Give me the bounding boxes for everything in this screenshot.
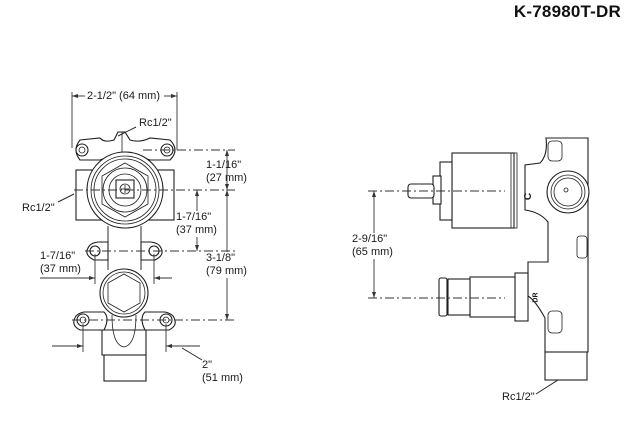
dim-mid-spacing-in: 1-7/16" [40, 250, 76, 262]
marking-c: C [523, 192, 535, 201]
marking-dr: DR [532, 292, 540, 303]
side-port-label: Rc1/2" [22, 202, 55, 214]
dim-valve-spacing-in: 2-9/16" [352, 233, 388, 246]
dim-top-to-center-mm: (27 mm) [206, 172, 247, 184]
outlet-port-label: Rc1/2" [502, 391, 535, 403]
lower-body [101, 329, 147, 356]
dim-valve-spacing-mm: (65 mm) [352, 246, 393, 259]
dim-center-to-mid-in: 1-7/16" [176, 211, 212, 224]
dim-mid-spacing-mm: (37 mm) [40, 263, 81, 275]
dim-top-to-center-in: 1-1/16" [206, 159, 242, 171]
side-view-drawing [368, 137, 590, 395]
width-dimension-label: 2-1/2" (64 mm) [86, 90, 161, 103]
outlet-pipe [103, 354, 147, 382]
dim-bottom-spacing-mm: (51 mm) [202, 372, 243, 384]
dim-overall-height-in: 3-1/8" [206, 252, 235, 265]
lower-cartridge [469, 276, 516, 318]
top-mounting-ear [75, 131, 176, 161]
hex-outlet [99, 268, 149, 318]
upper-cartridge [451, 152, 515, 229]
side-outlet-pipe [544, 351, 588, 381]
dim-overall-height-mm: (79 mm) [206, 265, 247, 278]
dim-center-to-mid-mm: (37 mm) [176, 224, 217, 237]
front-view-drawing [40, 92, 235, 382]
model-number-title: K-78980T-DR [513, 2, 621, 21]
top-port-label: Rc1/2" [139, 117, 172, 129]
dim-bottom-spacing-in: 2" [202, 359, 213, 371]
side-body [524, 137, 589, 353]
